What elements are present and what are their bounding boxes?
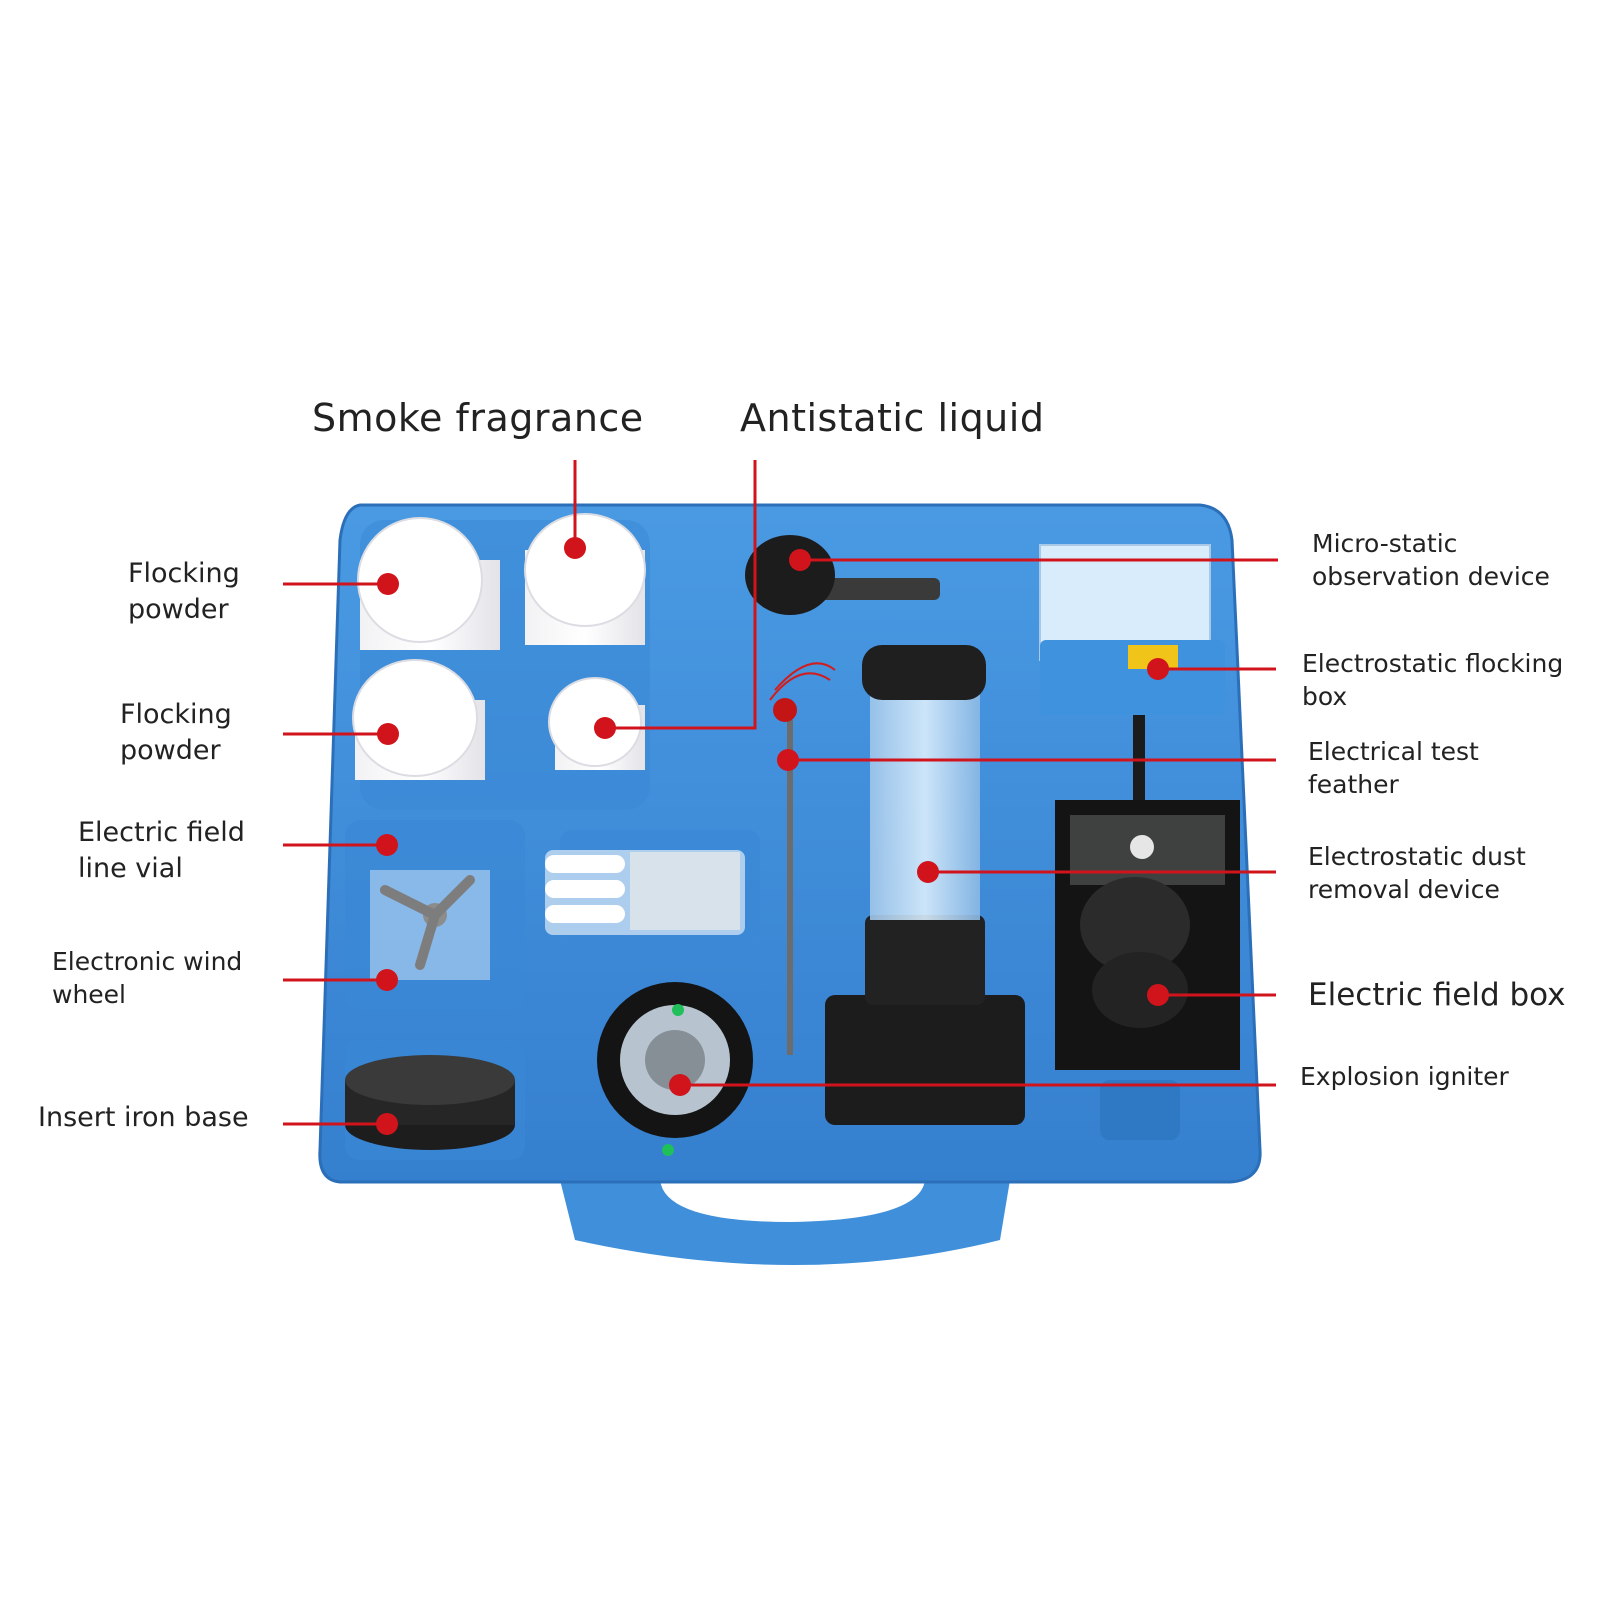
leader-micro-static-observation-device-dot xyxy=(789,549,811,571)
label-electrostatic-dust-removal-device: Electrostatic dust removal device xyxy=(1308,842,1526,904)
label-electric-field-box: Electric field box xyxy=(1308,977,1566,1013)
leader-smoke-fragrance-dot xyxy=(564,537,586,559)
label-smoke-fragrance: Smoke fragrance xyxy=(312,396,644,440)
flocking-box xyxy=(1039,544,1225,805)
leader-antistatic-liquid-dot xyxy=(594,717,616,739)
iron-base xyxy=(345,1055,515,1150)
leader-electrostatic-dust-removal-device-dot xyxy=(917,861,939,883)
label-micro-static-observation-device: Micro-static observation device xyxy=(1312,529,1550,591)
leader-insert-iron-base-dot xyxy=(376,1113,398,1135)
electric-field-line-vials xyxy=(545,850,745,935)
smoke-fragrance-jar xyxy=(524,513,646,645)
leader-explosion-igniter-dot xyxy=(669,1074,691,1096)
label-electric-field-line-vial: Electric field line vial xyxy=(78,817,245,884)
leader-antistatic-liquid xyxy=(605,460,757,730)
label-flocking-powder-2: Flocking powder xyxy=(120,699,232,766)
leader-flocking-powder-2-dot xyxy=(377,723,399,745)
label-antistatic-liquid: Antistatic liquid xyxy=(740,396,1045,440)
electric-field-box-device xyxy=(1055,800,1240,1070)
label-explosion-igniter: Explosion igniter xyxy=(1300,1062,1509,1091)
leader-electrical-test-feather-dot xyxy=(777,749,799,771)
leader-electrostatic-flocking-box-dot xyxy=(1147,658,1169,680)
label-electrical-test-feather: Electrical test feather xyxy=(1308,737,1479,799)
label-flocking-powder-1: Flocking powder xyxy=(128,558,240,625)
wind-wheel xyxy=(370,870,490,980)
label-insert-iron-base: Insert iron base xyxy=(38,1102,249,1133)
leader-electronic-wind-wheel-dot xyxy=(376,969,398,991)
antistatic-liquid-bottle xyxy=(548,677,645,770)
flocking-powder-jar-2 xyxy=(352,659,485,780)
leader-lines xyxy=(283,460,1278,1135)
explosion-igniter-device xyxy=(597,982,753,1156)
test-feather xyxy=(769,662,836,1055)
label-electrostatic-flocking-box: Electrostatic flocking box xyxy=(1302,649,1564,711)
leader-flocking-powder-1-dot xyxy=(377,573,399,595)
label-electronic-wind-wheel: Electronic wind wheel xyxy=(52,947,243,1009)
leader-electric-field-box-dot xyxy=(1147,984,1169,1006)
leader-electric-field-line-vial-dot xyxy=(376,834,398,856)
micro-static-device xyxy=(745,535,940,615)
